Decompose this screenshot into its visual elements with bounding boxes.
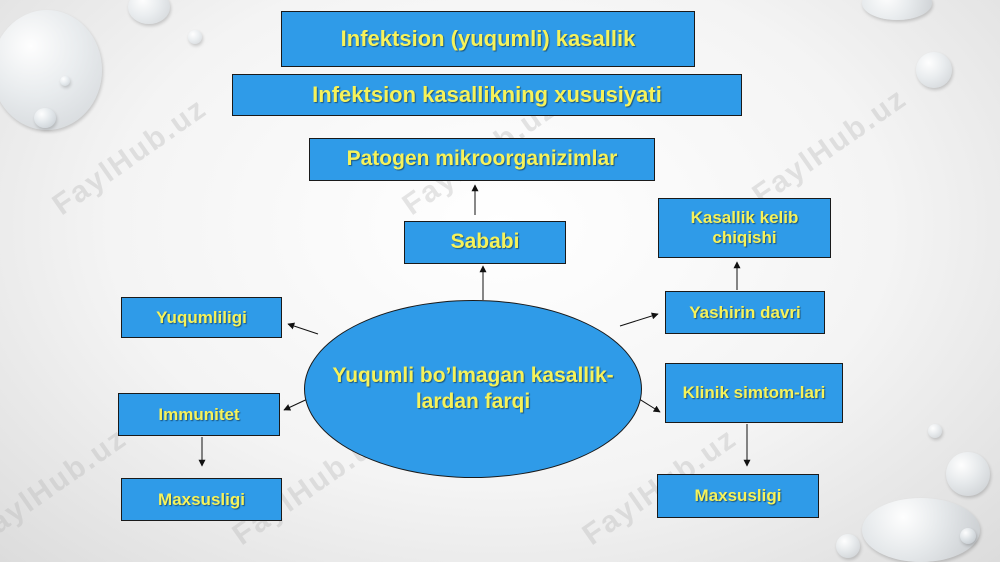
watermark: FaylHub.uz [746,81,913,212]
clinical-symptoms-box: Klinik simtom-lari [665,363,843,423]
arrow-center-to-yuqumliligi [287,322,319,335]
water-drop [862,0,932,20]
immunity-box: Immunitet [118,393,280,436]
water-drop [916,52,952,88]
water-drop [960,528,976,544]
latent-period-box: Yashirin davri [665,291,825,334]
pathogen-box: Patogen mikroorganizimlar [309,138,655,181]
watermark: FaylHub.uz [0,421,133,552]
onset-box: Kasallik kelib chiqishi [658,198,831,258]
water-drop [928,424,942,438]
arrow-center-to-yashirin [619,312,659,327]
water-drop [836,534,860,558]
specificity-right-box: Maxsusligi [657,474,819,518]
water-drop [34,108,56,128]
water-drop [946,452,990,496]
subtitle-box: Infektsion kasallikning xususiyati [232,74,742,116]
title-box: Infektsion (yuqumli) kasallik [281,11,695,67]
water-drop [188,30,202,44]
water-drop [60,76,70,86]
water-drop [128,0,170,24]
specificity-left-box: Maxsusligi [121,478,282,521]
cause-box: Sababi [404,221,566,264]
central-ellipse: Yuqumli bo’lmagan kasallik-lardan farqi [304,300,642,478]
contagiousness-box: Yuqumliligi [121,297,282,338]
water-drop [862,498,980,562]
